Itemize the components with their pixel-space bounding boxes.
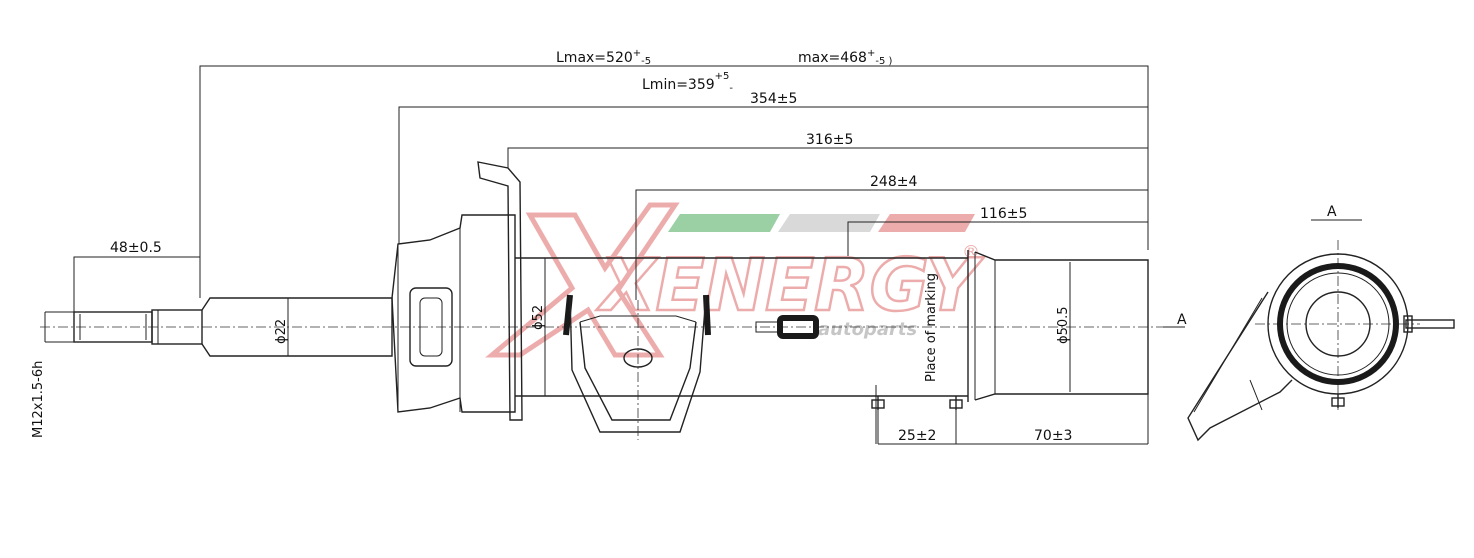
- knuckle-bracket: [563, 294, 711, 440]
- dim-48: 48±0.5: [110, 240, 162, 256]
- dimension-lines: [44, 65, 1149, 445]
- watermark-sub-text: autoparts: [818, 319, 917, 340]
- dim-116: 116±5: [980, 206, 1027, 222]
- strut-tube: [515, 250, 1149, 402]
- watermark-brand-text: XENERGY: [596, 243, 985, 327]
- piston-rod: [73, 297, 393, 357]
- dim-248: 248±4: [870, 174, 917, 190]
- hose-clip: [755, 315, 819, 339]
- watermark-stripe-red: [878, 214, 975, 232]
- dim-lmin: Lmin=359+5-: [642, 71, 733, 94]
- dim-dia22: ϕ22: [274, 319, 289, 344]
- rod-step: [151, 309, 203, 345]
- dim-70: 70±3: [1034, 428, 1072, 444]
- dim-dia52: ϕ52: [531, 305, 546, 330]
- dim-max-base: max=468: [798, 50, 867, 66]
- mount-window: [409, 287, 453, 367]
- dim-max: max=468+-5 ): [798, 48, 893, 67]
- watermark-stripe-gray: [778, 214, 880, 232]
- mount-bracket: [477, 161, 523, 421]
- section-a-label-top: A: [1327, 204, 1337, 220]
- watermark-x-logo: [485, 202, 680, 358]
- section-bracket-arm: [1187, 291, 1293, 442]
- dim-max-tol-bottom: -5 ): [875, 56, 892, 67]
- place-of-marking-label: Place of marking: [924, 273, 939, 382]
- dim-354: 354±5: [750, 91, 797, 107]
- section-a-label-right: A: [1177, 312, 1187, 328]
- dim-lmax-base: Lmax=520: [556, 50, 633, 66]
- rod-body: [201, 297, 393, 357]
- dim-thread: M12x1.5-6h: [31, 361, 46, 438]
- dim-316: 316±5: [806, 132, 853, 148]
- dim-lmin-tol-bottom: -: [729, 83, 733, 94]
- dim-max-tol-top: +: [867, 48, 875, 59]
- top-mount: [391, 161, 523, 421]
- brand-watermark: XENERGY autoparts ®: [485, 202, 986, 358]
- dim-25: 25±2: [898, 428, 936, 444]
- dim-lmax: Lmax=520+-5: [556, 48, 651, 67]
- section-a-marker: A: [1163, 312, 1187, 328]
- section-view-a: A: [1187, 204, 1455, 442]
- mount-studs: [871, 396, 963, 410]
- dim-lmin-tol-top: +5: [715, 71, 730, 82]
- dim-lmax-tol-bottom: -5: [641, 56, 651, 67]
- dim-dia505: ϕ50.5: [1056, 306, 1071, 344]
- dim-lmax-tol-top: +: [633, 48, 641, 59]
- dim-lmin-base: Lmin=359: [642, 77, 715, 93]
- watermark-stripe-green: [668, 214, 780, 232]
